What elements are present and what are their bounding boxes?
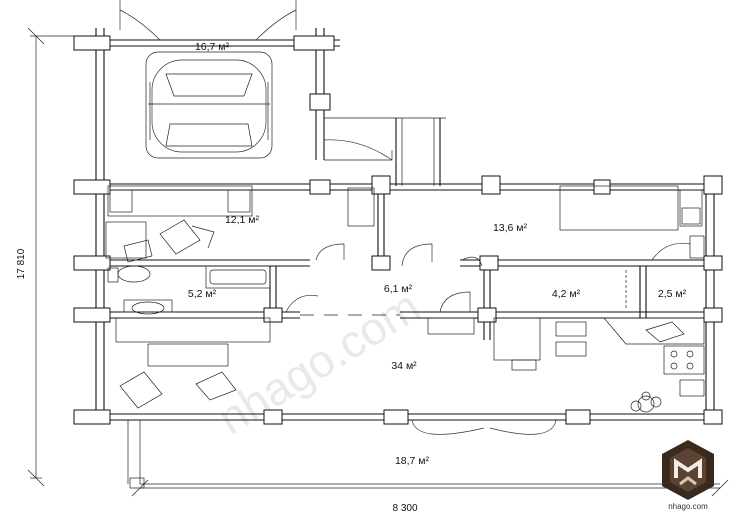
desk-left (105, 219, 215, 263)
closet-area-label: 4,2 м² (552, 288, 581, 300)
brand-site-text: nhago.com (668, 502, 708, 511)
bedroom-left-area-label: 12,1 м² (225, 214, 260, 226)
dimension-vertical (27, 27, 80, 487)
living-area-label: 34 м² (391, 360, 417, 372)
car (145, 51, 273, 159)
dimension-width-label: 8 300 (392, 503, 417, 514)
garage-area-label: 16,7 м² (195, 41, 230, 53)
brand-logo-icon (662, 440, 714, 500)
bathroom-area-label: 5,2 м² (188, 288, 217, 300)
storage-area-label: 2,5 м² (658, 288, 687, 300)
terrace-area-label: 18,7 м² (395, 455, 430, 467)
dimension-horizontal (131, 479, 729, 497)
living-furniture (115, 317, 271, 409)
bedroom-right-area-label: 13,6 м² (493, 222, 528, 234)
garage (80, 0, 393, 190)
terrace (127, 420, 720, 489)
kitchen (427, 317, 705, 397)
bed-left (107, 185, 253, 217)
dimension-height-label: 17 810 (16, 248, 27, 279)
hall-area-label: 6,1 м² (384, 283, 413, 295)
bathroom-fixtures (107, 265, 271, 315)
plant (630, 391, 662, 413)
doors (285, 243, 691, 435)
walkway (324, 117, 446, 186)
wall-posts (73, 35, 723, 425)
bed-right (347, 185, 705, 259)
